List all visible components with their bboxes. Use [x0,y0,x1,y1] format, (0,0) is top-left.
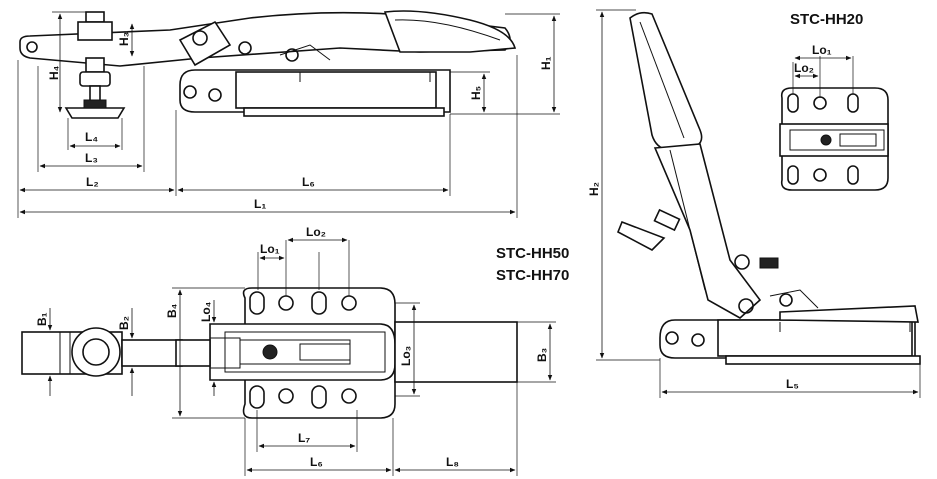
dim-label-h1: H₁ [539,56,553,70]
dim-label-lo2-top: Lo₂ [794,61,814,75]
top-view-dimensions [40,237,556,476]
small-top-view [779,87,889,191]
dim-label-h5: H₅ [469,86,483,100]
dim-label-l1: L₁ [254,197,266,211]
open-view-dimensions [596,9,921,398]
model-label-stc-hh70: STC-HH70 [496,267,569,284]
dim-label-l7: L₇ [298,431,310,445]
dim-label-h3: H₃ [117,32,131,46]
dim-label-h2: H₂ [587,182,601,196]
dim-label-lo2-bottom: Lo₂ [306,225,326,239]
small-top-view-dimensions [792,55,854,98]
dim-label-l3: L₃ [85,151,98,165]
dim-label-l4: L₄ [85,130,98,144]
dim-label-b4: B₄ [165,303,179,318]
dim-label-b2: B₂ [117,316,131,330]
side-view-closed [19,10,517,119]
dim-label-l2: L₂ [86,175,99,189]
dim-label-l6-bottom: L₆ [310,455,323,469]
dim-label-lo4: Lo₄ [199,301,213,322]
dim-label-h4: H₄ [47,65,61,80]
dim-label-b1: B₁ [35,312,49,326]
dim-label-l6: L₆ [302,175,315,189]
dim-label-b3: B₃ [535,348,549,362]
top-view [21,287,518,419]
model-label-stc-hh20: STC-HH20 [790,11,863,28]
dim-label-lo3: Lo₃ [399,346,413,366]
dim-label-l5: L₅ [786,377,799,391]
model-label-stc-hh50: STC-HH50 [496,245,569,262]
side-view-dimensions [17,11,560,218]
dim-label-l8: L₈ [446,455,459,469]
dim-label-lo1-bottom: Lo₁ [260,242,280,256]
dim-label-lo1-top: Lo₁ [812,43,832,57]
side-view-open [616,11,921,365]
